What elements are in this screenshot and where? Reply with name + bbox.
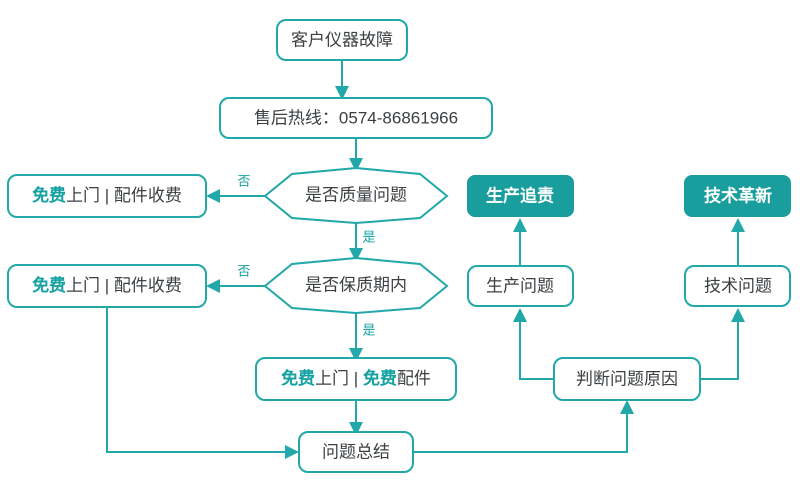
node-tech-issue-shape[interactable] [684,265,791,307]
edge-hotline-to-is-quality [349,138,363,172]
node-tech-innovation[interactable]: 技术革新 [684,175,791,217]
node-diagnose[interactable]: 判断问题原因 [553,357,701,401]
edge-label-yes-1: 是 [362,229,375,244]
node-tech-issue-label: 技术问题 [704,276,772,295]
accent-free-3a: 免费 [281,368,315,388]
node-hotline-label: 售后热线：0574-86861966 [254,108,458,127]
node-diagnose-shape[interactable] [553,357,701,401]
node-fault-label: 客户仪器故障 [291,30,393,49]
edge-is-quality-to-paid-parts-1 [206,189,265,203]
node-paid-parts-2-shape[interactable] [7,264,207,308]
node-hotline[interactable]: 售后热线：0574-86861966 [219,97,493,139]
edge-free-all-to-summary [349,400,363,436]
edge-label-no-2: 否 [237,263,250,278]
node-tech-innovation-label: 技术革新 [704,185,772,205]
edge-label-yes-2: 是 [362,322,375,337]
edge-summary-to-diagnose [413,400,634,453]
node-free-all-label: 免费上门 | 免费配件 [281,368,431,388]
plain-rest-1: 上门 | 配件收费 [66,186,182,205]
node-summary[interactable]: 问题总结 [298,431,414,473]
accent-free-1: 免费 [32,185,66,205]
node-free-all-shape[interactable] [255,357,457,401]
node-layer: 客户仪器故障 售后热线：0574-86861966 是否质量问题 免费上门 | … [7,19,791,473]
edge-label-layer: 否 是 否 是 [237,173,375,337]
node-tech-innovation-shape[interactable] [684,175,791,217]
node-summary-label: 问题总结 [322,442,390,461]
node-diagnose-label: 判断问题原因 [576,369,678,388]
node-production-issue[interactable]: 生产问题 [467,265,574,307]
node-production-accountability-label: 生产追责 [486,185,554,205]
edge-diagnose-to-tech-issue [700,308,745,380]
edge-label-no-1: 否 [237,173,250,188]
accent-free-3b: 免费 [363,368,397,388]
plain-end-3: 配件 [397,369,431,388]
node-production-issue-label: 生产问题 [486,276,554,295]
node-production-accountability[interactable]: 生产追责 [467,175,574,217]
node-production-accountability-shape[interactable] [467,175,574,217]
edge-production-issue-to-accountability [513,218,527,266]
edge-tech-issue-to-innovation [731,218,745,266]
node-is-quality-label: 是否质量问题 [305,185,407,204]
edge-diagnose-to-production-issue [513,308,554,380]
edge-paid-parts-2-to-summary [106,307,299,459]
node-paid-parts-1-shape[interactable] [7,174,207,218]
node-is-quality-shape[interactable] [263,166,449,225]
accent-free-2: 免费 [32,275,66,295]
node-free-all[interactable]: 免费上门 | 免费配件 [255,357,457,401]
node-hotline-shape[interactable] [219,97,493,139]
node-paid-parts-2[interactable]: 免费上门 | 配件收费 [7,264,207,308]
edge-is-warranty-to-free-all [349,313,363,362]
node-paid-parts-1-label: 免费上门 | 配件收费 [32,185,182,205]
node-is-warranty-label: 是否保质期内 [305,275,407,294]
plain-rest-2: 上门 | 配件收费 [66,276,182,295]
edge-is-warranty-to-paid-parts-2 [206,279,265,293]
node-fault-shape[interactable] [276,19,408,61]
node-is-warranty[interactable]: 是否保质期内 [263,256,449,315]
node-fault[interactable]: 客户仪器故障 [276,19,408,61]
node-production-issue-shape[interactable] [467,265,574,307]
node-is-quality[interactable]: 是否质量问题 [263,166,449,225]
edge-layer [106,60,745,459]
plain-mid-3: 上门 | [315,369,363,388]
node-paid-parts-1[interactable]: 免费上门 | 配件收费 [7,174,207,218]
node-tech-issue[interactable]: 技术问题 [684,265,791,307]
edge-is-quality-to-is-warranty [349,223,363,262]
edge-fault-to-hotline [335,60,349,100]
node-paid-parts-2-label: 免费上门 | 配件收费 [32,275,182,295]
node-summary-shape[interactable] [298,431,414,473]
node-is-warranty-shape[interactable] [263,256,449,315]
